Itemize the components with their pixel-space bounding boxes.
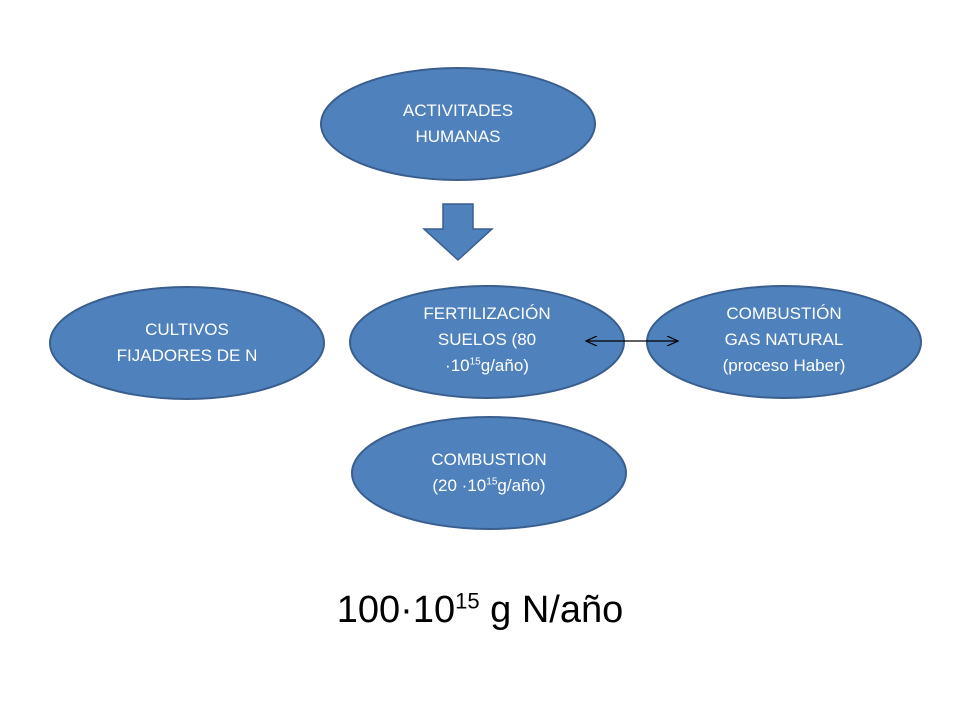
down-arrow-icon: [422, 203, 494, 262]
combustion-node: COMBUSTION (20 ·1015g/año): [369, 433, 609, 513]
activities-node: ACTIVITADES HUMANAS: [338, 84, 578, 164]
fertilization-node: FERTILIZACIÓN SUELOS (80 ·1015g/año): [367, 290, 607, 390]
crops-line2: FIJADORES DE N: [116, 346, 258, 365]
total-exp: 15: [455, 588, 480, 614]
combustion-node-shape: [351, 416, 627, 530]
crops-node: CULTIVOS FIJADORES DE N: [67, 303, 307, 383]
fertilization-line1: FERTILIZACIÓN: [423, 304, 551, 323]
total-unit: g N/año: [479, 589, 624, 631]
fertilization-line3-exp: 15: [469, 356, 481, 368]
total-annual-nitrogen: 100·1015 g N/año: [0, 580, 960, 640]
total-base: 100·10: [336, 589, 456, 631]
natural-gas-node: COMBUSTIÓN GAS NATURAL (proceso Haber): [664, 290, 904, 390]
activities-line1: ACTIVITADES: [402, 101, 514, 120]
natural-gas-line3: (proceso Haber): [722, 356, 846, 375]
combustion-line2: (20 ·1015g/año): [432, 473, 545, 499]
activities-line2: HUMANAS: [415, 127, 501, 146]
combustion-line1: COMBUSTION: [431, 450, 547, 469]
combustion-line2-exp: 15: [486, 476, 498, 488]
fertilization-line3-prefix: ·10: [445, 356, 470, 375]
crops-line1: CULTIVOS: [145, 320, 229, 339]
combustion-line2-suffix: g/año): [497, 476, 546, 495]
fertilization-line2: SUELOS (80: [437, 330, 537, 349]
natural-gas-line1: COMBUSTIÓN: [726, 304, 842, 323]
combustion-line2-prefix: (20 ·10: [432, 476, 487, 495]
activities-node-shape: [320, 67, 596, 181]
fertilization-line3-suffix: g/año): [480, 356, 529, 375]
natural-gas-line2: GAS NATURAL: [724, 330, 844, 349]
fertilization-line3: ·1015g/año): [445, 353, 529, 379]
crops-node-shape: [49, 286, 325, 400]
